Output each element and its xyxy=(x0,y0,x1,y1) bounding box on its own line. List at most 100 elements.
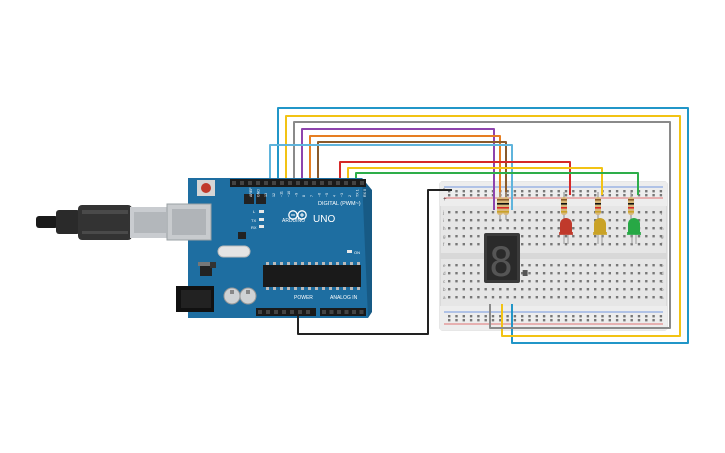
header-hole[interactable] xyxy=(360,181,364,185)
breadboard-hole[interactable] xyxy=(535,264,538,267)
breadboard-hole[interactable] xyxy=(462,264,465,267)
header-hole[interactable] xyxy=(264,181,268,185)
header-hole[interactable] xyxy=(344,310,349,314)
breadboard-hole[interactable] xyxy=(652,219,655,222)
breadboard-hole[interactable] xyxy=(448,280,451,283)
breadboard-hole[interactable] xyxy=(477,227,480,230)
breadboard-hole[interactable] xyxy=(601,280,604,283)
breadboard-hole[interactable] xyxy=(462,296,465,299)
header-hole[interactable] xyxy=(312,181,316,185)
breadboard-hole[interactable] xyxy=(572,190,575,193)
breadboard-hole[interactable] xyxy=(645,272,648,275)
breadboard-hole[interactable] xyxy=(477,280,480,283)
breadboard-hole[interactable] xyxy=(659,280,663,283)
breadboard-hole[interactable] xyxy=(455,315,458,318)
breadboard-hole[interactable] xyxy=(448,288,451,291)
breadboard-hole[interactable] xyxy=(652,264,655,267)
breadboard-hole[interactable] xyxy=(630,319,633,322)
breadboard-hole[interactable] xyxy=(594,296,597,299)
breadboard-hole[interactable] xyxy=(550,296,553,299)
breadboard-hole[interactable] xyxy=(608,243,611,246)
breadboard-hole[interactable] xyxy=(645,190,648,193)
breadboard-hole[interactable] xyxy=(462,219,465,222)
breadboard-hole[interactable] xyxy=(623,280,626,283)
wires[interactable] xyxy=(269,107,689,344)
breadboard-hole[interactable] xyxy=(528,296,531,299)
breadboard-hole[interactable] xyxy=(645,280,648,283)
breadboard-hole[interactable] xyxy=(448,211,451,214)
breadboard-hole[interactable] xyxy=(652,211,655,214)
breadboard-hole[interactable] xyxy=(579,319,582,322)
header-hole[interactable] xyxy=(336,181,340,185)
breadboard-hole[interactable] xyxy=(542,235,546,238)
breadboard-hole[interactable] xyxy=(542,288,546,291)
header-hole[interactable] xyxy=(290,310,294,314)
header-hole[interactable] xyxy=(359,310,364,314)
breadboard-hole[interactable] xyxy=(499,315,502,318)
breadboard-hole[interactable] xyxy=(630,243,633,246)
breadboard-hole[interactable] xyxy=(469,211,473,214)
breadboard-hole[interactable] xyxy=(586,319,590,322)
breadboard-hole[interactable] xyxy=(608,315,611,318)
breadboard-hole[interactable] xyxy=(521,280,524,283)
breadboard-hole[interactable] xyxy=(652,296,655,299)
header-hole[interactable] xyxy=(298,310,302,314)
breadboard-hole[interactable] xyxy=(550,211,553,214)
breadboard-hole[interactable] xyxy=(601,243,604,246)
breadboard-hole[interactable] xyxy=(572,243,575,246)
breadboard-hole[interactable] xyxy=(615,272,619,275)
breadboard-hole[interactable] xyxy=(513,227,517,230)
breadboard-hole[interactable] xyxy=(477,272,480,275)
breadboard-hole[interactable] xyxy=(623,264,626,267)
breadboard-hole[interactable] xyxy=(448,194,451,197)
breadboard-hole[interactable] xyxy=(572,315,575,318)
breadboard-hole[interactable] xyxy=(513,288,517,291)
led[interactable] xyxy=(593,218,607,244)
breadboard-hole[interactable] xyxy=(535,319,538,322)
breadboard-hole[interactable] xyxy=(477,194,480,197)
header-hole[interactable] xyxy=(337,310,341,314)
breadboard-hole[interactable] xyxy=(579,280,582,283)
breadboard-hole[interactable] xyxy=(484,219,487,222)
breadboard-hole[interactable] xyxy=(535,243,538,246)
breadboard-hole[interactable] xyxy=(572,235,575,238)
breadboard-hole[interactable] xyxy=(615,190,619,193)
breadboard-hole[interactable] xyxy=(645,296,648,299)
breadboard-hole[interactable] xyxy=(469,315,473,318)
breadboard-hole[interactable] xyxy=(564,243,568,246)
breadboard-hole[interactable] xyxy=(564,190,568,193)
breadboard-hole[interactable] xyxy=(623,315,626,318)
wire-brown[interactable] xyxy=(317,141,507,210)
breadboard-hole[interactable] xyxy=(608,319,611,322)
breadboard-hole[interactable] xyxy=(637,235,641,238)
breadboard-hole[interactable] xyxy=(608,235,611,238)
breadboard-hole[interactable] xyxy=(469,243,473,246)
wire-yellow-led[interactable] xyxy=(347,167,603,195)
breadboard-hole[interactable] xyxy=(542,219,546,222)
wire-purple[interactable] xyxy=(301,128,495,210)
breadboard-hole[interactable] xyxy=(448,219,451,222)
breadboard-hole[interactable] xyxy=(528,227,531,230)
breadboard-hole[interactable] xyxy=(594,315,597,318)
breadboard-hole[interactable] xyxy=(557,288,560,291)
breadboard-hole[interactable] xyxy=(615,194,619,197)
breadboard-hole[interactable] xyxy=(623,243,626,246)
breadboard-hole[interactable] xyxy=(579,190,582,193)
breadboard-hole[interactable] xyxy=(513,211,517,214)
breadboard-hole[interactable] xyxy=(637,243,641,246)
breadboard-hole[interactable] xyxy=(652,235,655,238)
header-hole[interactable] xyxy=(344,181,348,185)
breadboard-hole[interactable] xyxy=(455,211,458,214)
breadboard-hole[interactable] xyxy=(645,315,648,318)
breadboard-hole[interactable] xyxy=(659,319,663,322)
breadboard-hole[interactable] xyxy=(659,296,663,299)
breadboard-hole[interactable] xyxy=(455,194,458,197)
resistors[interactable] xyxy=(497,192,634,220)
header-hole[interactable] xyxy=(306,310,310,314)
header-hole[interactable] xyxy=(248,181,252,185)
breadboard-hole[interactable] xyxy=(637,211,641,214)
breadboard-hole[interactable] xyxy=(455,280,458,283)
breadboard-hole[interactable] xyxy=(608,219,611,222)
breadboard-hole[interactable] xyxy=(659,190,663,193)
led[interactable] xyxy=(559,218,573,244)
